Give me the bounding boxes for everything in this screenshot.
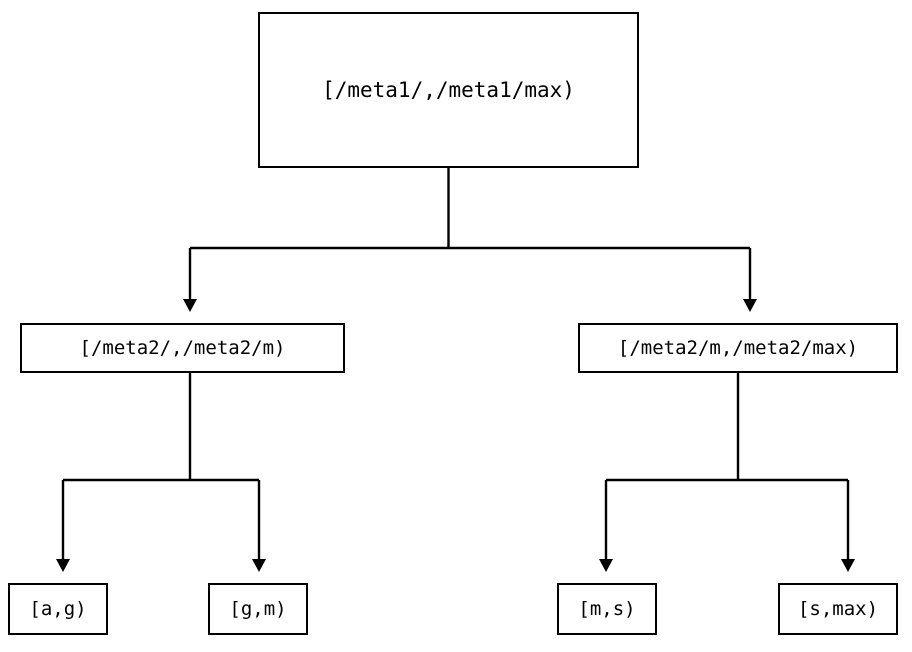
node-mid-right[interactable]: [/meta2/m,/meta2/max) bbox=[578, 323, 898, 373]
node-leaf-0-label: [a,g) bbox=[29, 597, 87, 620]
node-leaf-3-label: [s,max) bbox=[797, 597, 879, 620]
node-leaf-1[interactable]: [g,m) bbox=[208, 583, 308, 635]
arrowhead-leaf2-icon bbox=[599, 559, 613, 572]
node-leaf-2[interactable]: [m,s) bbox=[557, 583, 657, 635]
node-leaf-2-label: [m,s) bbox=[578, 597, 636, 620]
arrowhead-leaf1-icon bbox=[252, 559, 266, 572]
node-leaf-0[interactable]: [a,g) bbox=[8, 583, 108, 635]
node-root-label: [/meta1/,/meta1/max) bbox=[322, 77, 575, 102]
node-root[interactable]: [/meta1/,/meta1/max) bbox=[258, 12, 639, 168]
node-mid-left-label: [/meta2/,/meta2/m) bbox=[79, 336, 286, 359]
node-mid-right-label: [/meta2/m,/meta2/max) bbox=[617, 336, 859, 359]
arrowhead-leaf0-icon bbox=[56, 559, 70, 572]
node-mid-left[interactable]: [/meta2/,/meta2/m) bbox=[20, 323, 345, 373]
arrowhead-mid-left-icon bbox=[183, 299, 197, 312]
arrowhead-mid-right-icon bbox=[743, 299, 757, 312]
arrowhead-leaf3-icon bbox=[841, 559, 855, 572]
node-leaf-1-label: [g,m) bbox=[229, 597, 287, 620]
node-leaf-3[interactable]: [s,max) bbox=[778, 583, 898, 635]
